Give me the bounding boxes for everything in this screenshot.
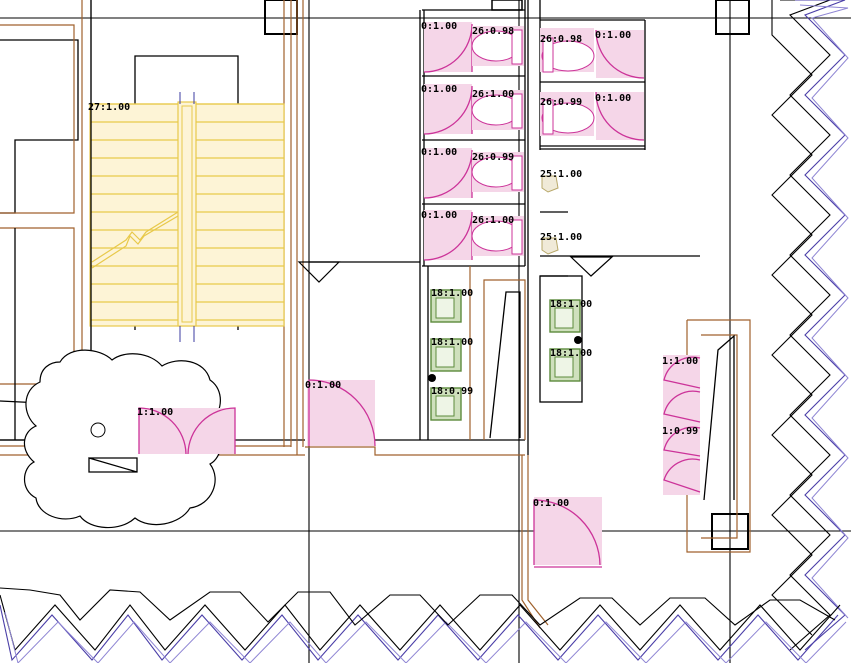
wc-fixtures-right: 18:1.00 18:1.00 [549, 299, 592, 382]
basin-label: 26:1.00 [472, 89, 514, 100]
door-label: 0:1.00 [595, 30, 631, 41]
column-icon [264, 0, 298, 35]
facade-bottom [0, 587, 847, 663]
urinal-fixtures: 25:1.00 25:1.00 [540, 169, 582, 255]
stair-core: 27:1.00 [81, 0, 292, 447]
right-toilet-block: 26:0.98 26:0.99 0:1.00 0:1.00 [539, 0, 700, 403]
basin-label: 26:0.98 [540, 34, 582, 45]
facade-right [771, 0, 849, 651]
basin-label: 26:0.99 [540, 97, 582, 108]
stair-break-icon [91, 215, 179, 269]
column-icon [711, 513, 749, 550]
stair-label: 27:1.00 [88, 102, 130, 113]
east-doors[interactable]: 1:1.00 1:0.99 [662, 355, 701, 495]
stall-door-3[interactable]: 0:1.00 [421, 147, 473, 199]
wc-label: 18:1.00 [431, 288, 473, 299]
door-label: 0:1.00 [533, 498, 569, 509]
door-label: 0:1.00 [421, 147, 457, 158]
wc-label: 18:0.99 [431, 386, 473, 397]
door-label: 0:1.00 [305, 380, 341, 391]
corridor-door[interactable]: 0:1.00 [305, 379, 376, 447]
section-marker-icon [297, 261, 341, 283]
door-label: 0:1.00 [421, 210, 457, 221]
column-icon [491, 0, 523, 11]
door-label: 1:0.99 [662, 426, 698, 437]
double-door-left[interactable]: 1:1.00 [137, 407, 236, 455]
section-marker-icon [569, 256, 614, 277]
lower-door[interactable]: 0:1.00 [533, 497, 602, 568]
door-label: 0:1.00 [421, 21, 457, 32]
stall-door-2[interactable]: 0:1.00 [421, 84, 473, 135]
door-label: 0:1.00 [595, 93, 631, 104]
door-label: 0:1.00 [421, 84, 457, 95]
basin-fixtures: 26:0.98 26:1.00 26:0.99 26:1.00 [471, 26, 524, 256]
urinal-label: 25:1.00 [540, 232, 582, 243]
tree-canopy [23, 349, 223, 529]
basin-label: 26:0.98 [472, 26, 514, 37]
door-label: 1:1.00 [137, 407, 173, 418]
stall-door-4[interactable]: 0:1.00 [421, 210, 473, 261]
urinal-label: 25:1.00 [540, 169, 582, 180]
bench [88, 457, 138, 473]
column-icon [715, 0, 750, 35]
wc-fixtures-left: 18:1.00 18:1.00 18:0.99 [428, 288, 473, 421]
door-label: 1:1.00 [662, 356, 698, 367]
wc-label: 18:1.00 [550, 299, 592, 310]
stall-door-1[interactable]: 0:1.00 [421, 21, 473, 73]
wc-label: 18:1.00 [431, 337, 473, 348]
basin-label: 26:0.99 [472, 152, 514, 163]
basin-label: 26:1.00 [472, 215, 514, 226]
wc-label: 18:1.00 [550, 348, 592, 359]
